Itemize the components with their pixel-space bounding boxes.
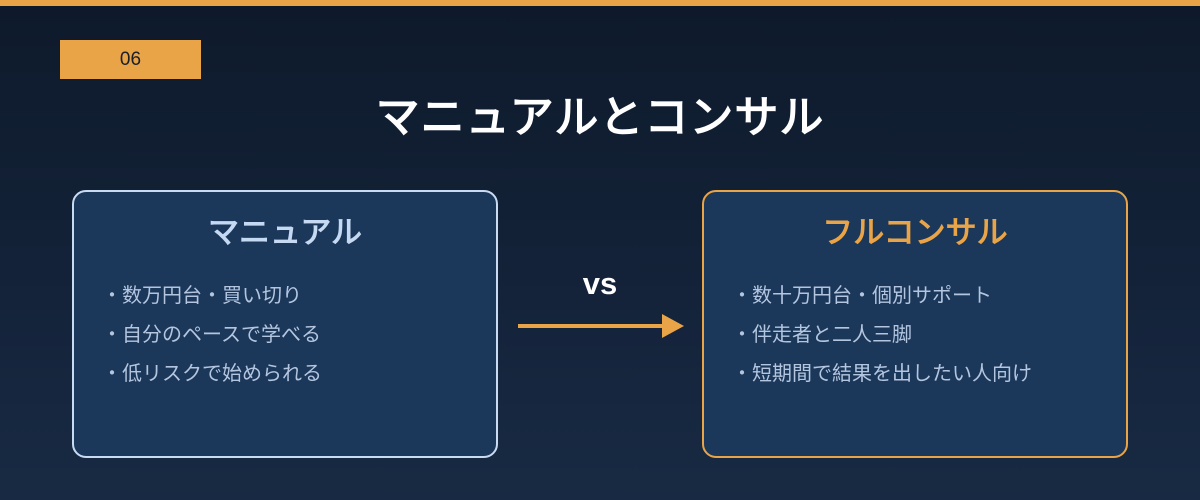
- manual-card: マニュアル ・数万円台・買い切り ・自分のペースで学べる ・低リスクで始められる: [72, 190, 498, 458]
- right-arrow-icon: [518, 314, 684, 338]
- slide-title: マニュアルとコンサル: [375, 92, 825, 143]
- full-consult-feature-list: ・数十万円台・個別サポート ・伴走者と二人三脚 ・短期間で結果を出したい人向け: [732, 276, 1032, 393]
- full-consult-card-title: フルコンサル: [822, 215, 1008, 251]
- list-item: ・数十万円台・個別サポート: [732, 283, 992, 307]
- full-consult-card: フルコンサル ・数十万円台・個別サポート ・伴走者と二人三脚 ・短期間で結果を出…: [702, 190, 1128, 458]
- list-item: ・自分のペースで学べる: [102, 322, 321, 346]
- list-item: ・短期間で結果を出したい人向け: [732, 361, 1032, 385]
- slide-number-badge: 06: [60, 40, 201, 79]
- list-item: ・伴走者と二人三脚: [732, 322, 912, 346]
- list-item: ・低リスクで始められる: [102, 361, 322, 385]
- manual-feature-list: ・数万円台・買い切り ・自分のペースで学べる ・低リスクで始められる: [102, 276, 322, 393]
- list-item: ・数万円台・買い切り: [102, 283, 302, 307]
- top-accent-bar: [0, 0, 1200, 6]
- vs-label: vs: [582, 266, 618, 301]
- manual-card-title: マニュアル: [207, 215, 363, 251]
